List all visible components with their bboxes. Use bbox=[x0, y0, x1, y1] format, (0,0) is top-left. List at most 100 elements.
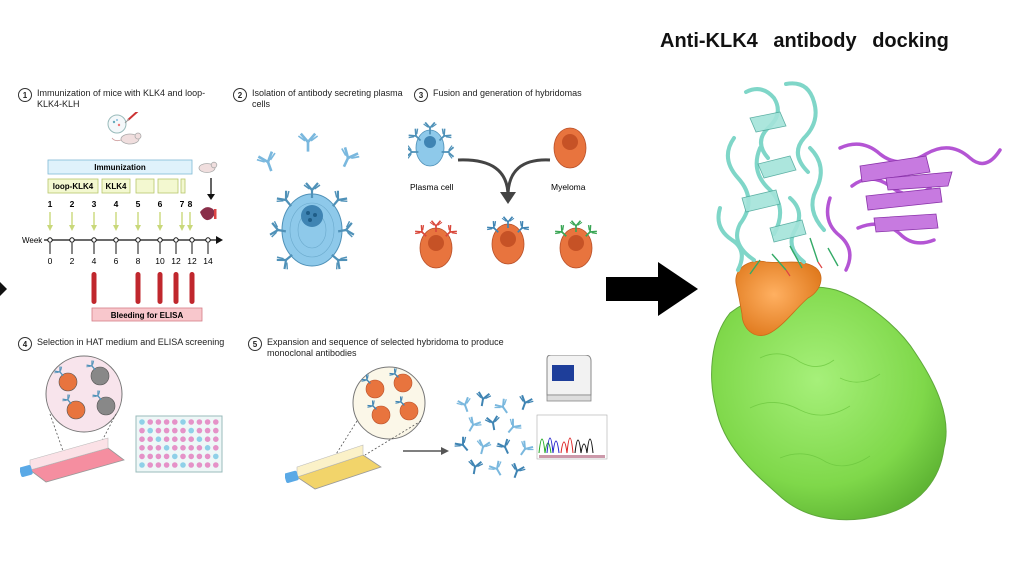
left-edge-arrow-icon bbox=[0, 282, 7, 296]
injection-number: 1 bbox=[48, 199, 53, 209]
step-3-label: 3 Fusion and generation of hybridomas bbox=[414, 88, 604, 102]
antibody-icon bbox=[520, 440, 534, 456]
antibody-icon bbox=[429, 220, 443, 232]
interface-residues bbox=[749, 237, 839, 275]
antibody-icon bbox=[337, 220, 355, 238]
mouse-sacrifice-icon bbox=[198, 161, 218, 173]
blood-tube-icon bbox=[135, 272, 141, 304]
loop-klk4-label: loop-KLK4 bbox=[53, 182, 94, 191]
antibody-icon bbox=[441, 145, 455, 159]
antibody-icon bbox=[408, 128, 422, 142]
step-4-text: Selection in HAT medium and ELISA screen… bbox=[37, 337, 225, 347]
cell-icon bbox=[58, 372, 78, 392]
week-tick-label: 4 bbox=[92, 256, 97, 266]
bleeding-box bbox=[91, 307, 203, 322]
mouse-icon bbox=[111, 132, 142, 145]
chromatogram-icon bbox=[536, 414, 608, 460]
injection-arrows bbox=[47, 212, 193, 231]
cell-icon bbox=[90, 366, 110, 386]
plasma-cell-illustration bbox=[256, 132, 360, 270]
hybridoma-cell-icon bbox=[399, 401, 419, 421]
hybridoma-cell-icon bbox=[371, 405, 391, 425]
antibody-icon bbox=[408, 145, 419, 159]
step-5-text: Expansion and sequence of selected hybri… bbox=[267, 337, 504, 358]
antibody-icon bbox=[297, 132, 319, 152]
antibody-icon bbox=[256, 151, 276, 172]
antibody-icon bbox=[341, 146, 360, 168]
antibody-icon bbox=[331, 254, 348, 270]
magnified-view bbox=[45, 355, 123, 433]
week-tick-label: 0 bbox=[48, 256, 53, 266]
hybridoma-cell-icon bbox=[365, 379, 385, 399]
antibody-icon bbox=[496, 438, 511, 454]
injection-number: 5 bbox=[136, 199, 141, 209]
myeloma-label: Myeloma bbox=[551, 182, 586, 192]
hybridoma-cell-icon bbox=[393, 373, 413, 393]
injection-number: 8 bbox=[188, 199, 193, 209]
antibody-icon bbox=[395, 396, 405, 406]
flask-icon bbox=[20, 437, 125, 483]
fusion-illustration: Plasma cell Myeloma bbox=[408, 121, 597, 269]
injection-number: 2 bbox=[70, 199, 75, 209]
cell-icon bbox=[66, 400, 86, 420]
week-tick-label: 2 bbox=[70, 256, 75, 266]
flask-icon bbox=[285, 444, 382, 490]
antibody-icon bbox=[476, 391, 492, 407]
step-2-text: Isolation of antibody secreting plasma c… bbox=[252, 88, 403, 109]
plasma-cell-icon bbox=[415, 129, 445, 167]
antibody-icon bbox=[269, 220, 287, 238]
antibody-icon bbox=[468, 416, 482, 432]
antibody-icon bbox=[488, 460, 502, 476]
myeloma-cell-icon bbox=[553, 127, 587, 169]
plasma-cell-icon bbox=[281, 193, 343, 267]
antibody-icon bbox=[92, 390, 102, 401]
step-4-label: 4 Selection in HAT medium and ELISA scre… bbox=[18, 337, 248, 351]
plasma-cell-label: Plasma cell bbox=[410, 182, 454, 192]
antibody-icon bbox=[54, 366, 64, 377]
step-5-label: 5 Expansion and sequence of selected hyb… bbox=[248, 337, 518, 359]
antibody-icon bbox=[276, 254, 293, 270]
blood-tube-icon bbox=[189, 272, 195, 304]
step-3-text: Fusion and generation of hybridomas bbox=[433, 88, 582, 98]
immunization-label: Immunization bbox=[94, 163, 146, 172]
antibody-icon bbox=[367, 400, 377, 410]
antibody-icon bbox=[555, 225, 567, 237]
loop-klk4-box bbox=[47, 178, 99, 194]
antibody-icon bbox=[487, 221, 499, 233]
step-1-label: 1 Immunization of mice with KLK4 and loo… bbox=[18, 88, 223, 110]
blood-tube-icon bbox=[173, 272, 179, 304]
antibody-icon bbox=[484, 415, 500, 431]
magnified-view bbox=[352, 366, 426, 440]
monoclonal-antibodies bbox=[454, 391, 534, 479]
antibody-icon bbox=[415, 225, 427, 237]
antibody-icon bbox=[332, 190, 348, 207]
antibody-icon bbox=[454, 436, 469, 452]
antibody-icon bbox=[62, 394, 72, 405]
antibody-icon bbox=[507, 418, 522, 434]
week-tick-label: 14 bbox=[203, 256, 213, 266]
antibody-icon bbox=[445, 225, 457, 237]
blood-tube-icon bbox=[91, 272, 97, 304]
klk4-protein-surface bbox=[711, 286, 947, 521]
bleeding-label: Bleeding for ELISA bbox=[111, 311, 184, 320]
antibody-heavy-chain-ribbon bbox=[716, 81, 826, 272]
injection-number: 6 bbox=[158, 199, 163, 209]
injection-number: 3 bbox=[92, 199, 97, 209]
well-plate-icon bbox=[135, 415, 223, 473]
antibody-icon bbox=[517, 221, 529, 233]
antibody-icon bbox=[86, 360, 96, 371]
antibody-icon bbox=[585, 225, 597, 237]
antigen-dish-icon bbox=[107, 114, 127, 134]
injection-number: 7 bbox=[180, 199, 185, 209]
week-tick-label: 10 bbox=[155, 256, 165, 266]
antibody-icon bbox=[276, 190, 292, 207]
klk4-box bbox=[101, 178, 131, 194]
cell-icon bbox=[96, 396, 116, 416]
antibody-icon bbox=[303, 182, 321, 198]
sequencer-icon bbox=[546, 355, 592, 402]
antibody-icon bbox=[494, 398, 508, 414]
arrow-icon bbox=[441, 447, 449, 455]
injection-number: 4 bbox=[114, 199, 119, 209]
immunization-box bbox=[47, 159, 193, 175]
